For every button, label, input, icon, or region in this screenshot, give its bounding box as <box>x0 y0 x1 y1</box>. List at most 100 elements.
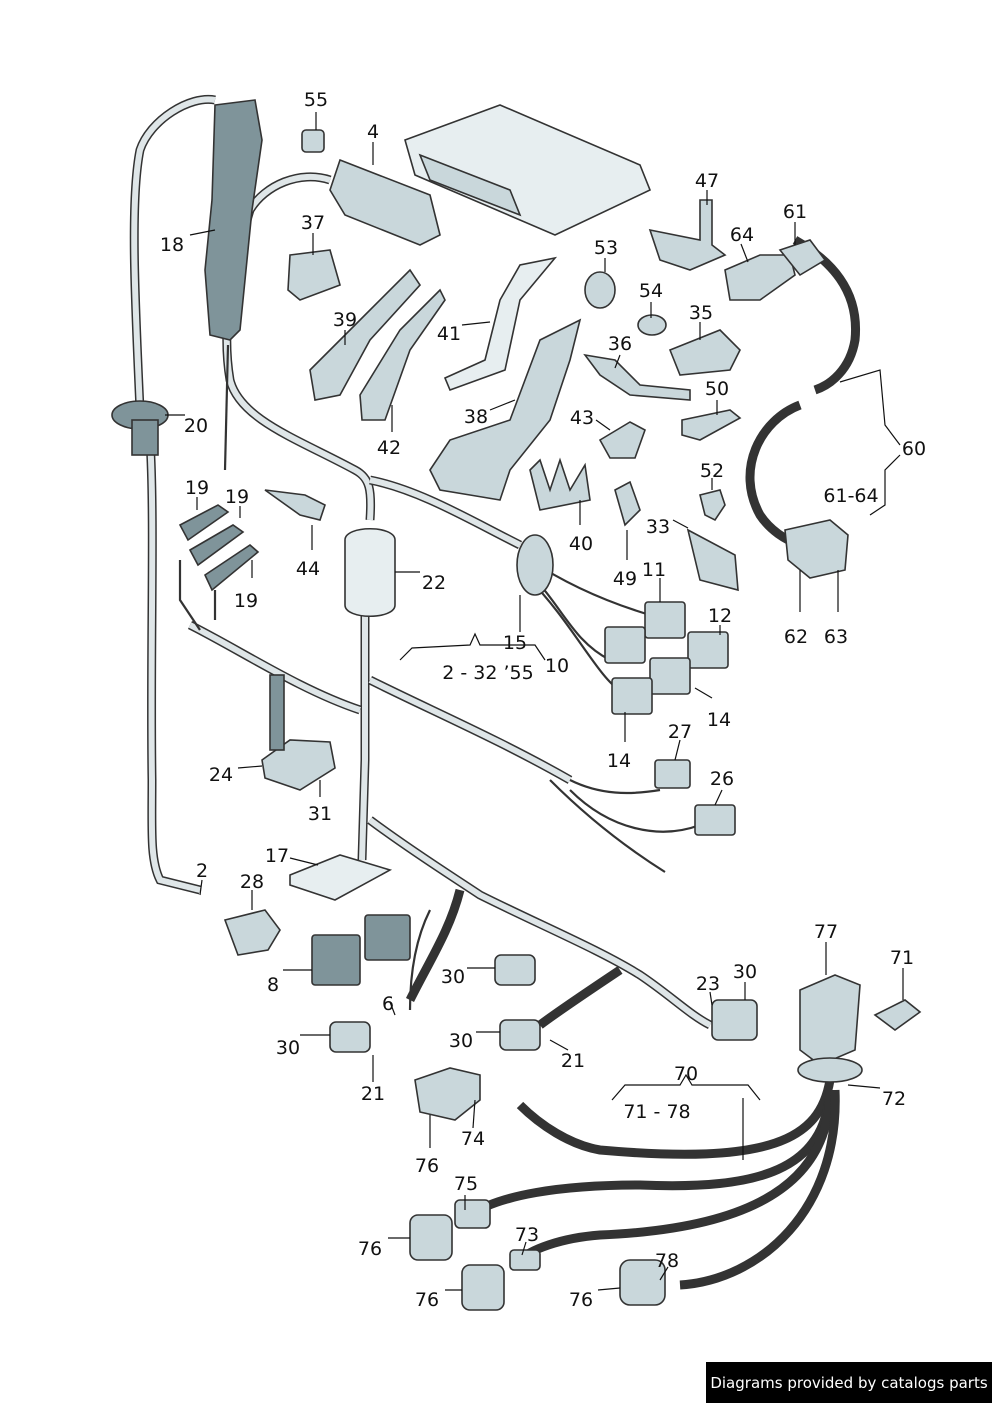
component-61 <box>778 239 827 277</box>
callout-62: 62 <box>784 626 808 648</box>
component-52 <box>699 489 726 522</box>
component-62-63 <box>784 519 849 579</box>
callout-55: 55 <box>304 89 328 111</box>
component-19-boots <box>178 504 260 592</box>
component-41 <box>443 256 558 392</box>
callout-39: 39 <box>333 309 357 331</box>
callout-77: 77 <box>814 921 838 943</box>
component-ecu <box>404 104 652 236</box>
callout-61: 61 <box>783 201 807 223</box>
callout-15: 15 <box>503 632 527 654</box>
callout-23: 23 <box>696 973 720 995</box>
callout-19-middle: 19 <box>225 486 249 508</box>
thin-wires <box>178 344 701 1011</box>
component-43 <box>598 421 646 459</box>
component-76-plugs <box>409 1214 666 1311</box>
callout-71-78: 71 - 78 <box>623 1101 690 1123</box>
component-30-plugs <box>329 954 758 1053</box>
callout-24: 24 <box>209 764 233 786</box>
callout-50: 50 <box>705 378 729 400</box>
callout-36: 36 <box>608 333 632 355</box>
callout-37: 37 <box>301 212 325 234</box>
callout-18: 18 <box>160 234 184 256</box>
callout-11: 11 <box>642 559 666 581</box>
component-20-grommet <box>111 400 169 456</box>
callout-38: 38 <box>464 406 488 428</box>
callout-2-32-55: 2 - 32 ’55 <box>442 662 533 684</box>
component-33 <box>686 528 739 592</box>
callout-19-bottom: 19 <box>234 590 258 612</box>
callout-31: 31 <box>308 803 332 825</box>
component-28 <box>223 909 281 956</box>
callout-labels: 55 4 18 37 39 41 42 38 53 54 47 64 61 35… <box>160 89 926 1311</box>
callout-22: 22 <box>422 572 446 594</box>
component-15-grommet <box>516 534 554 596</box>
callout-76-bottom: 76 <box>415 1289 439 1311</box>
callout-30-right: 30 <box>733 961 757 983</box>
callout-43: 43 <box>570 407 594 429</box>
callout-20: 20 <box>184 415 208 437</box>
callout-21-middle: 21 <box>561 1050 585 1072</box>
callout-54: 54 <box>639 280 663 302</box>
callout-4: 4 <box>367 121 379 143</box>
callout-44: 44 <box>296 558 320 580</box>
callout-61-64: 61-64 <box>823 485 878 507</box>
component-75 <box>454 1199 491 1229</box>
component-11-12-14-connectors <box>604 601 729 715</box>
callout-12: 12 <box>708 605 732 627</box>
component-40 <box>529 457 591 511</box>
callout-63: 63 <box>824 626 848 648</box>
leader-lines <box>165 112 904 1291</box>
callout-76-left: 76 <box>358 1238 382 1260</box>
callout-8: 8 <box>267 974 279 996</box>
callout-47: 47 <box>695 170 719 192</box>
component-53 <box>584 271 616 309</box>
callout-73: 73 <box>515 1224 539 1246</box>
callout-72: 72 <box>882 1088 906 1110</box>
callout-49: 49 <box>613 568 637 590</box>
callout-64: 64 <box>730 224 754 246</box>
callout-28: 28 <box>240 871 264 893</box>
callout-19-top: 19 <box>185 477 209 499</box>
callout-14-lower: 14 <box>607 750 631 772</box>
component-35 <box>668 329 741 376</box>
component-38 <box>429 318 582 501</box>
component-64 <box>724 254 796 301</box>
component-74-plug <box>414 1067 481 1121</box>
callout-30-left: 30 <box>276 1037 300 1059</box>
component-26 <box>694 804 736 836</box>
component-27 <box>654 759 691 789</box>
component-54 <box>637 314 667 336</box>
callout-27: 27 <box>668 721 692 743</box>
callout-41: 41 <box>437 323 461 345</box>
callout-40: 40 <box>569 533 593 555</box>
component-71 <box>873 999 922 1031</box>
callout-33: 33 <box>646 516 670 538</box>
callout-78: 78 <box>655 1250 679 1272</box>
component-37 <box>287 249 341 301</box>
callout-42: 42 <box>377 437 401 459</box>
component-22-sleeve <box>344 528 396 617</box>
callout-2: 2 <box>196 860 208 882</box>
component-55-clip <box>301 129 325 153</box>
callout-75: 75 <box>454 1173 478 1195</box>
callout-71: 71 <box>890 947 914 969</box>
component-36 <box>583 353 691 401</box>
component-42 <box>359 288 446 421</box>
callout-10: 10 <box>545 655 569 677</box>
callout-30-middle: 30 <box>449 1030 473 1052</box>
credit-banner: Diagrams provided by catalogs parts <box>706 1362 992 1403</box>
callout-76-top: 76 <box>415 1155 439 1177</box>
callout-17: 17 <box>265 845 289 867</box>
component-47 <box>648 199 727 271</box>
component-77-connector <box>797 974 863 1083</box>
callout-70: 70 <box>674 1063 698 1085</box>
component-44 <box>264 489 326 521</box>
callout-53: 53 <box>594 237 618 259</box>
callout-30-upper: 30 <box>441 966 465 988</box>
callout-14-right: 14 <box>707 709 731 731</box>
component-8-connectors <box>311 914 411 986</box>
callout-26: 26 <box>710 768 734 790</box>
callout-60: 60 <box>902 438 926 460</box>
